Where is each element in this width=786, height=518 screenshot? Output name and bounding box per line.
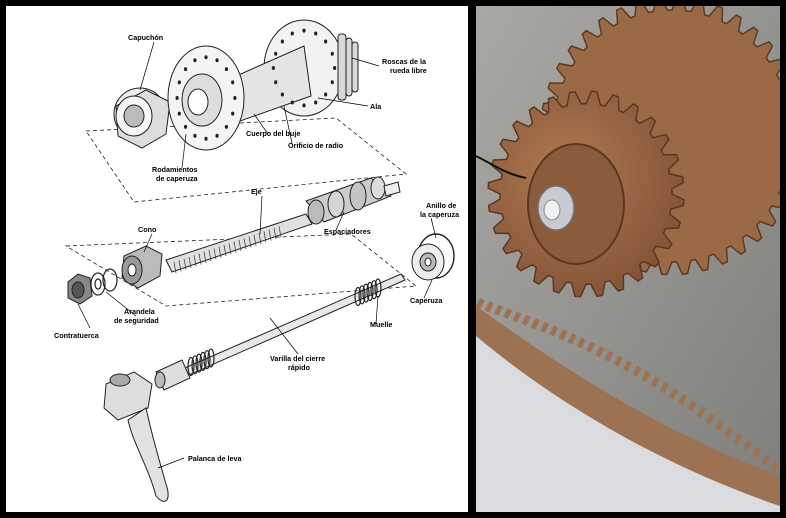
photo-svg bbox=[476, 6, 780, 512]
dust-cap-part bbox=[411, 233, 455, 281]
washer-part bbox=[90, 268, 118, 296]
cable bbox=[476, 155, 527, 179]
label-cuerpo: Cuerpo del buje bbox=[246, 129, 300, 138]
spoke-holes bbox=[175, 28, 337, 141]
label-varilla-2: rápido bbox=[288, 363, 311, 372]
label-palanca: Palanca de leva bbox=[188, 454, 243, 463]
label-orificio: Orificio de radio bbox=[288, 141, 344, 150]
hub-disk bbox=[527, 143, 625, 265]
dashed-guides bbox=[64, 117, 418, 307]
label-caperuza: Caperuza bbox=[410, 296, 443, 305]
label-contratuerca: Contratuerca bbox=[54, 331, 100, 340]
label-roscas-1: Roscas de la bbox=[382, 57, 427, 66]
label-arandela-2: de seguridad bbox=[114, 316, 159, 325]
axle-bolt bbox=[543, 199, 561, 221]
cap-part bbox=[113, 87, 171, 149]
rack-wood bbox=[476, 306, 780, 506]
cam-lever-part bbox=[103, 371, 169, 502]
label-ala: Ala bbox=[370, 102, 382, 111]
diagram-svg: Capuchón Roscas de la rueda libre Ala Cu… bbox=[54, 19, 460, 502]
label-roscas-2: rueda libre bbox=[390, 66, 427, 75]
label-cono: Cono bbox=[138, 225, 157, 234]
axle-part bbox=[165, 176, 401, 274]
label-capuchon: Capuchón bbox=[128, 33, 163, 42]
label-muelle: Muelle bbox=[370, 320, 392, 329]
label-rodamientos-1: Rodamientos bbox=[152, 165, 198, 174]
quick-release-rod bbox=[154, 273, 406, 391]
label-anillo-2: la caperuza bbox=[420, 210, 460, 219]
leader-lines bbox=[77, 41, 437, 469]
locknut-part bbox=[67, 273, 93, 305]
label-varilla-1: Varilla del cierre bbox=[270, 354, 325, 363]
hub-exploded-diagram: Capuchón Roscas de la rueda libre Ala Cu… bbox=[6, 6, 468, 512]
label-eje: Eje bbox=[251, 187, 262, 196]
label-rodamientos-2: de caperuza bbox=[156, 174, 199, 183]
hub-body bbox=[167, 19, 359, 151]
wheel-rim bbox=[476, 336, 780, 512]
rack-teeth bbox=[476, 298, 780, 480]
cone-part bbox=[121, 245, 163, 289]
diagram-labels: Capuchón Roscas de la rueda libre Ala Cu… bbox=[54, 33, 460, 463]
label-arandela-1: Arandela bbox=[124, 307, 156, 316]
wooden-gears-photo bbox=[476, 6, 780, 512]
label-espaciadores: Espaciadores bbox=[324, 227, 371, 236]
label-anillo-1: Anillo de bbox=[426, 201, 456, 210]
